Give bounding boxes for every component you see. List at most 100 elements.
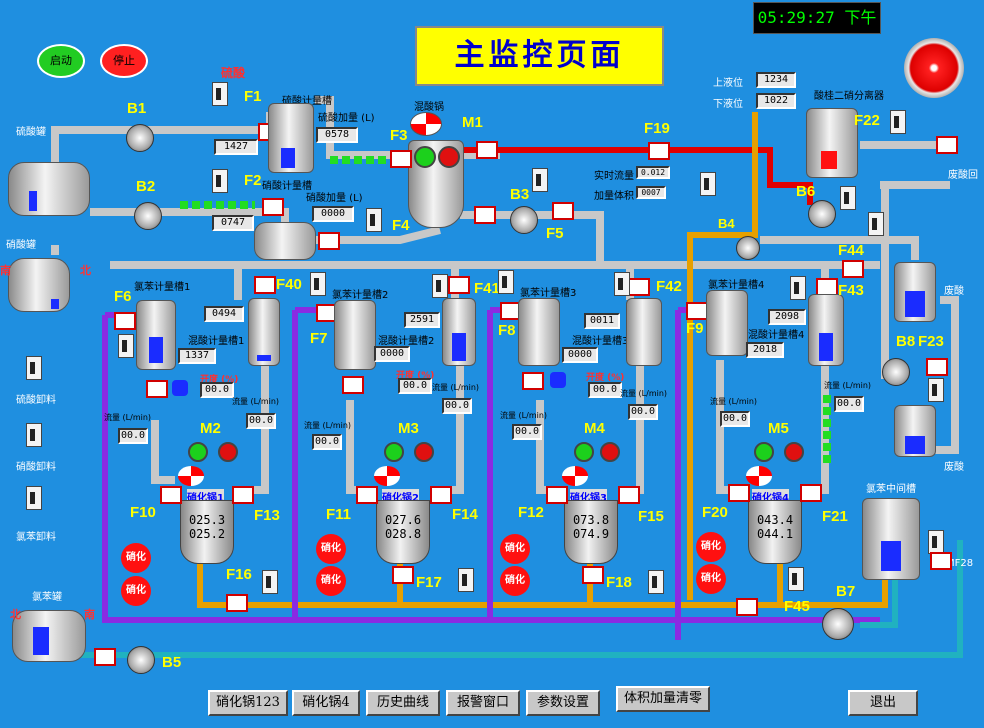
pump-B4-icon[interactable] xyxy=(736,236,760,260)
valve-M1-out-icon[interactable] xyxy=(476,141,498,159)
valve-F40-icon[interactable] xyxy=(254,276,276,294)
pump-B8-switch[interactable] xyxy=(928,378,944,402)
exit-button[interactable]: 退出 xyxy=(848,690,918,716)
history-curve-button[interactable]: 历史曲线 xyxy=(366,690,440,716)
pump-B3-switch[interactable] xyxy=(532,168,548,192)
start-button[interactable]: 启动 xyxy=(37,44,85,78)
pump-label-B8: B8 xyxy=(896,333,916,350)
nitric-unload-switch[interactable] xyxy=(26,423,42,447)
valve-F6-switch[interactable] xyxy=(118,334,134,358)
chloro-mid-switch[interactable] xyxy=(928,530,944,554)
reactor-M4-motor-icon[interactable] xyxy=(562,466,588,486)
pump-B1-icon[interactable] xyxy=(126,124,154,152)
valve-F19-icon[interactable] xyxy=(648,142,670,160)
valve-F17-switch[interactable] xyxy=(458,568,474,592)
unit4-top-switch[interactable] xyxy=(790,276,806,300)
valve-F6-icon[interactable] xyxy=(114,312,136,330)
nitrate-button-3b[interactable]: 硝化 xyxy=(500,566,530,596)
nitric-add-switch[interactable] xyxy=(366,208,382,232)
valve-unit3-ctrl-icon[interactable] xyxy=(522,372,544,390)
sulfuric-unload-switch[interactable] xyxy=(26,356,42,380)
pump-B3-icon[interactable] xyxy=(510,206,538,234)
valve-F18-switch[interactable] xyxy=(648,570,664,594)
valve-F42-switch[interactable] xyxy=(614,272,630,296)
mixed-meter-label-4: 混酸计量槽4 xyxy=(748,330,805,341)
nitrator-123-button[interactable]: 硝化锅123 xyxy=(208,690,288,716)
nitrate-button-2a[interactable]: 硝化 xyxy=(316,534,346,564)
stop-button[interactable]: 停止 xyxy=(100,44,148,78)
valve-F9-icon[interactable] xyxy=(686,302,708,320)
nitrate-button-2b[interactable]: 硝化 xyxy=(316,566,346,596)
valve-F2-icon[interactable] xyxy=(262,198,284,216)
chloro-unload-switch[interactable] xyxy=(26,486,42,510)
mixer-M1-motor-icon[interactable] xyxy=(410,112,442,136)
valve-M1-bottom-icon[interactable] xyxy=(474,206,496,224)
valve-F4-icon[interactable] xyxy=(318,232,340,250)
valve-F15-icon[interactable] xyxy=(618,486,640,504)
alarm-window-button[interactable]: 报警窗口 xyxy=(446,690,520,716)
pump-B2-icon[interactable] xyxy=(134,202,162,230)
valve-F42a-icon[interactable] xyxy=(628,278,650,296)
nitrate-button-3a[interactable]: 硝化 xyxy=(500,534,530,564)
mixer-label-M1: M1 xyxy=(462,114,483,131)
valve-label-F12: F12 xyxy=(518,504,544,521)
valve-F45-switch[interactable] xyxy=(788,567,804,591)
chloro-unload-label: 氯苯卸料 xyxy=(16,532,56,543)
nitric-add-value: 0000 xyxy=(312,206,354,222)
separator-switch[interactable] xyxy=(868,212,884,236)
valve-F22-switch[interactable] xyxy=(890,110,906,134)
nitrator-4-button[interactable]: 硝化锅4 xyxy=(292,690,360,716)
valve-F44-icon[interactable] xyxy=(842,260,864,278)
valve-F16-switch[interactable] xyxy=(262,570,278,594)
valve-F41-switch[interactable] xyxy=(432,274,448,298)
flow-label-3a: 流量 (L/min) xyxy=(620,389,668,398)
valve-B5-icon[interactable] xyxy=(94,648,116,666)
valve-F17-icon[interactable] xyxy=(392,566,414,584)
valve-F20-icon[interactable] xyxy=(728,484,750,502)
pump-B7-icon[interactable] xyxy=(822,608,854,640)
waste-acid-tank xyxy=(894,262,936,322)
valve-F10-icon[interactable] xyxy=(160,486,182,504)
reactor-M5-motor-icon[interactable] xyxy=(746,466,772,486)
valve-F21-icon[interactable] xyxy=(800,484,822,502)
add-volume-value: 0007 xyxy=(636,186,666,199)
nitrate-button-4a[interactable]: 硝化 xyxy=(696,532,726,562)
valve-F45-icon[interactable] xyxy=(736,598,758,616)
valve-F19-switch[interactable] xyxy=(700,172,716,196)
valve-unit2-ctrl-icon[interactable] xyxy=(342,376,364,394)
unit3-top-switch[interactable] xyxy=(498,270,514,294)
valve-F13-icon[interactable] xyxy=(232,486,254,504)
valve-F5-icon[interactable] xyxy=(552,202,574,220)
pump-B8-icon[interactable] xyxy=(882,358,910,386)
valve-F22-icon[interactable] xyxy=(936,136,958,154)
unit2-top-switch[interactable] xyxy=(310,272,326,296)
valve-F41a-icon[interactable] xyxy=(448,276,470,294)
pump-B6-switch[interactable] xyxy=(840,186,856,210)
pump-B5-icon[interactable] xyxy=(127,646,155,674)
reactor-M2-motor-icon[interactable] xyxy=(178,466,204,486)
valve-label-F4: F4 xyxy=(392,217,410,234)
reactor-M3-motor-icon[interactable] xyxy=(374,466,400,486)
valve-F3-icon[interactable] xyxy=(390,150,412,168)
sulfuric-switch[interactable] xyxy=(212,82,228,106)
parameter-settings-button[interactable]: 参数设置 xyxy=(526,690,600,716)
nitric-switch[interactable] xyxy=(212,169,228,193)
reactor-M4-run-indicator xyxy=(574,442,594,462)
valve-F11-icon[interactable] xyxy=(356,486,378,504)
valve-F12-icon[interactable] xyxy=(546,486,568,504)
valve-F14-icon[interactable] xyxy=(430,486,452,504)
valve-F23-icon[interactable] xyxy=(926,358,948,376)
valve-MF28-icon[interactable] xyxy=(930,552,952,570)
valve-unit1-ctrl-icon[interactable] xyxy=(146,380,168,398)
valve-F18-icon[interactable] xyxy=(582,566,604,584)
pump-B6-icon[interactable] xyxy=(808,200,836,228)
valve-F16-icon[interactable] xyxy=(226,594,248,612)
clear-volume-button[interactable]: 体积加量清零 xyxy=(616,686,710,712)
nitrate-button-1b[interactable]: 硝化 xyxy=(121,576,151,606)
nitrate-button-1a[interactable]: 硝化 xyxy=(121,543,151,573)
nitrate-button-4b[interactable]: 硝化 xyxy=(696,564,726,594)
alarm-light-icon[interactable] xyxy=(904,38,964,98)
reactor-M3: 027.6 028.8 xyxy=(376,500,430,564)
flow-value-1a: 00.0 xyxy=(246,413,276,429)
mixed-meter-tank-1 xyxy=(248,298,280,366)
